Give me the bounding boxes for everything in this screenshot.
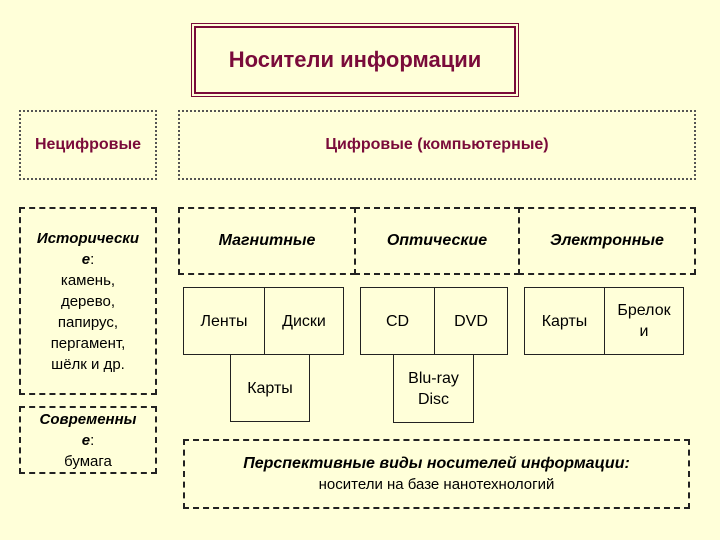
historical-item: папирус, [57, 313, 119, 331]
disks-label: Диски [282, 312, 326, 330]
magnetic-label: Магнитные [218, 232, 316, 249]
keychains-box: Брелок и [604, 287, 684, 355]
diagram-title-box: Носители информации [191, 23, 519, 97]
electronic-cards-label: Карты [541, 312, 588, 330]
optical-box: Оптические [354, 207, 520, 275]
magnetic-cards-label: Карты [247, 379, 293, 397]
historical-label-2: е [81, 250, 91, 268]
modern-box: Современны е: бумага [19, 406, 157, 474]
cd-box: CD [360, 287, 435, 355]
digital-header-box: Цифровые (компьютерные) [178, 110, 696, 180]
disks-box: Диски [264, 287, 344, 355]
digital-header: Цифровые (компьютерные) [325, 136, 549, 153]
modern-item: бумага [64, 452, 112, 470]
tapes-label: Ленты [200, 312, 248, 330]
optical-label: Оптические [386, 232, 488, 249]
electronic-box: Электронные [518, 207, 696, 275]
magnetic-cards-box: Карты [230, 354, 310, 422]
non-digital-header-box: Нецифровые [19, 110, 157, 180]
cd-label: CD [385, 312, 410, 330]
keychains-label-2: и [639, 323, 649, 340]
bluray-label-1: Blu-ray [408, 369, 459, 387]
tapes-box: Ленты [183, 287, 265, 355]
non-digital-header: Нецифровые [34, 136, 142, 153]
historical-label-1: Исторически [36, 229, 140, 247]
historical-box: Исторически е: камень, дерево, папирус, … [19, 207, 157, 395]
prospective-title: Перспективные виды носителей информации: [243, 455, 630, 472]
electronic-cards-box: Карты [524, 287, 605, 355]
historical-item: пергамент, [50, 334, 126, 352]
bluray-label-2: Disc [417, 390, 450, 408]
historical-item: шёлк и др. [51, 355, 125, 373]
prospective-text: носители на базе нанотехнологий [318, 476, 555, 493]
modern-label-1: Современны [39, 410, 137, 428]
modern-label-2: е [81, 431, 91, 449]
dvd-box: DVD [434, 287, 508, 355]
keychains-label-1: Брелок [617, 302, 671, 319]
diagram-title: Носители информации [228, 47, 482, 72]
historical-item: дерево, [60, 292, 116, 310]
historical-item: камень, [60, 271, 116, 289]
magnetic-box: Магнитные [178, 207, 356, 275]
prospective-box: Перспективные виды носителей информации:… [183, 439, 690, 509]
bluray-box: Blu-ray Disc [393, 354, 474, 423]
electronic-label: Электронные [550, 232, 664, 249]
dvd-label: DVD [454, 312, 488, 330]
